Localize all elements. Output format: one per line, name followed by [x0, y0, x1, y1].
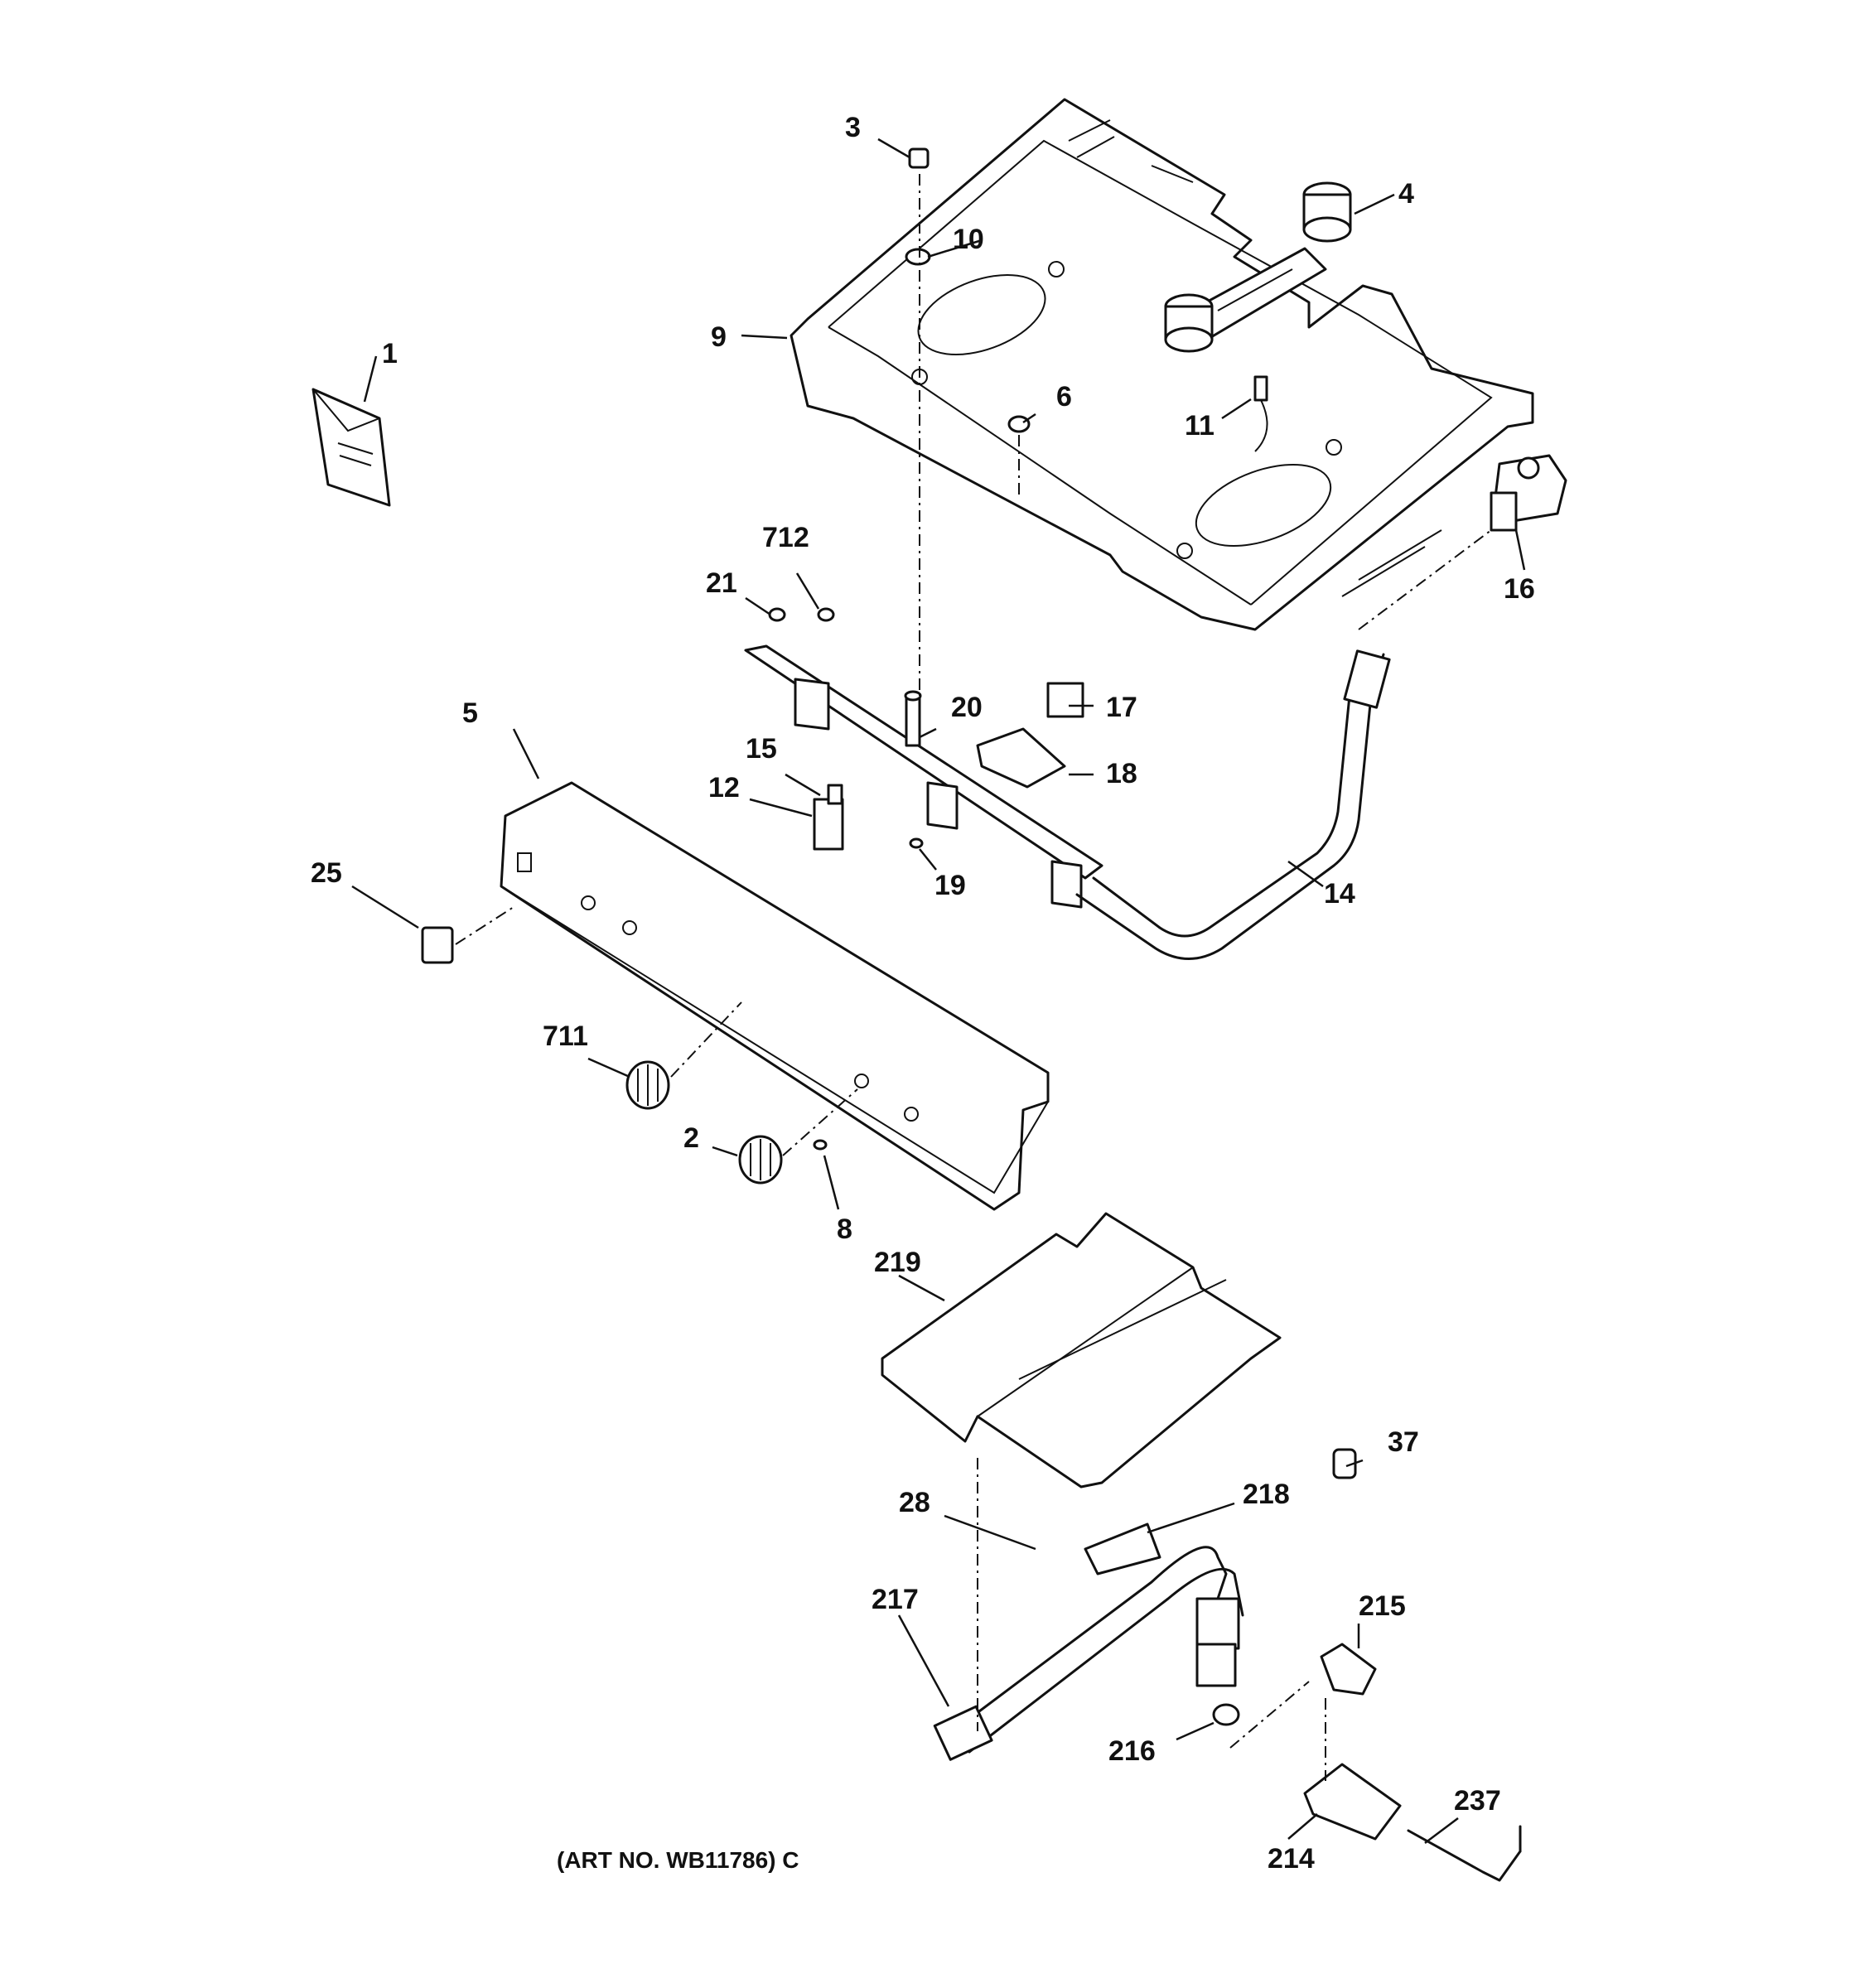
heat-shield: [881, 1212, 1282, 1489]
callout-28: 28: [899, 1487, 930, 1518]
callout-19: 19: [934, 870, 966, 901]
burner-box: [790, 98, 1534, 631]
callout-712: 712: [762, 522, 809, 553]
callout-214: 214: [1268, 1843, 1315, 1875]
callout-25: 25: [311, 857, 342, 889]
burner-assembly: [1164, 181, 1352, 353]
callout-218: 218: [1243, 1479, 1290, 1510]
callout-6: 6: [1056, 381, 1072, 413]
callout-20: 20: [951, 692, 983, 723]
callout-37: 37: [1388, 1426, 1419, 1458]
alignment-lines: [455, 174, 1492, 1781]
callout-8: 8: [837, 1214, 852, 1245]
callout-labels: 1 3 4 10 9 6 11 16 712 21 5 20 17 15 18 …: [311, 112, 1535, 1875]
callout-9: 9: [711, 321, 727, 353]
callout-5: 5: [462, 697, 478, 729]
leader-lines: [351, 138, 1526, 1844]
fasteners-top: [905, 147, 1268, 452]
callout-12: 12: [708, 772, 740, 803]
small-valve-parts: [768, 607, 924, 851]
switch-and-bracket: [976, 682, 1084, 789]
oven-burner-parts: [933, 1448, 1522, 1882]
art-number: (ART NO. WB11786) C: [557, 1847, 799, 1873]
callout-237: 237: [1454, 1785, 1501, 1817]
callout-18: 18: [1106, 758, 1137, 789]
callout-215: 215: [1359, 1590, 1406, 1622]
callout-15: 15: [746, 733, 777, 765]
callout-216: 216: [1108, 1735, 1156, 1767]
callout-2: 2: [683, 1122, 699, 1154]
rocker-switch: [421, 926, 454, 964]
pressure-regulator: [1490, 454, 1567, 532]
gas-supply-tube: [1075, 649, 1391, 960]
callout-219: 219: [874, 1247, 921, 1278]
callout-711: 711: [543, 1021, 588, 1052]
callout-11: 11: [1185, 410, 1214, 442]
callout-14: 14: [1324, 878, 1355, 910]
callout-17: 17: [1106, 692, 1137, 723]
callout-16: 16: [1504, 573, 1535, 605]
control-knobs: [625, 1060, 828, 1185]
callout-21: 21: [706, 567, 737, 599]
callout-10: 10: [953, 224, 984, 255]
literature-envelope: [311, 388, 391, 507]
control-panel: [500, 781, 1050, 1211]
manifold-assembly: [744, 644, 1103, 909]
callout-217: 217: [872, 1584, 919, 1615]
callout-3: 3: [845, 112, 861, 143]
callout-1: 1: [382, 338, 398, 369]
callout-4: 4: [1398, 178, 1414, 210]
